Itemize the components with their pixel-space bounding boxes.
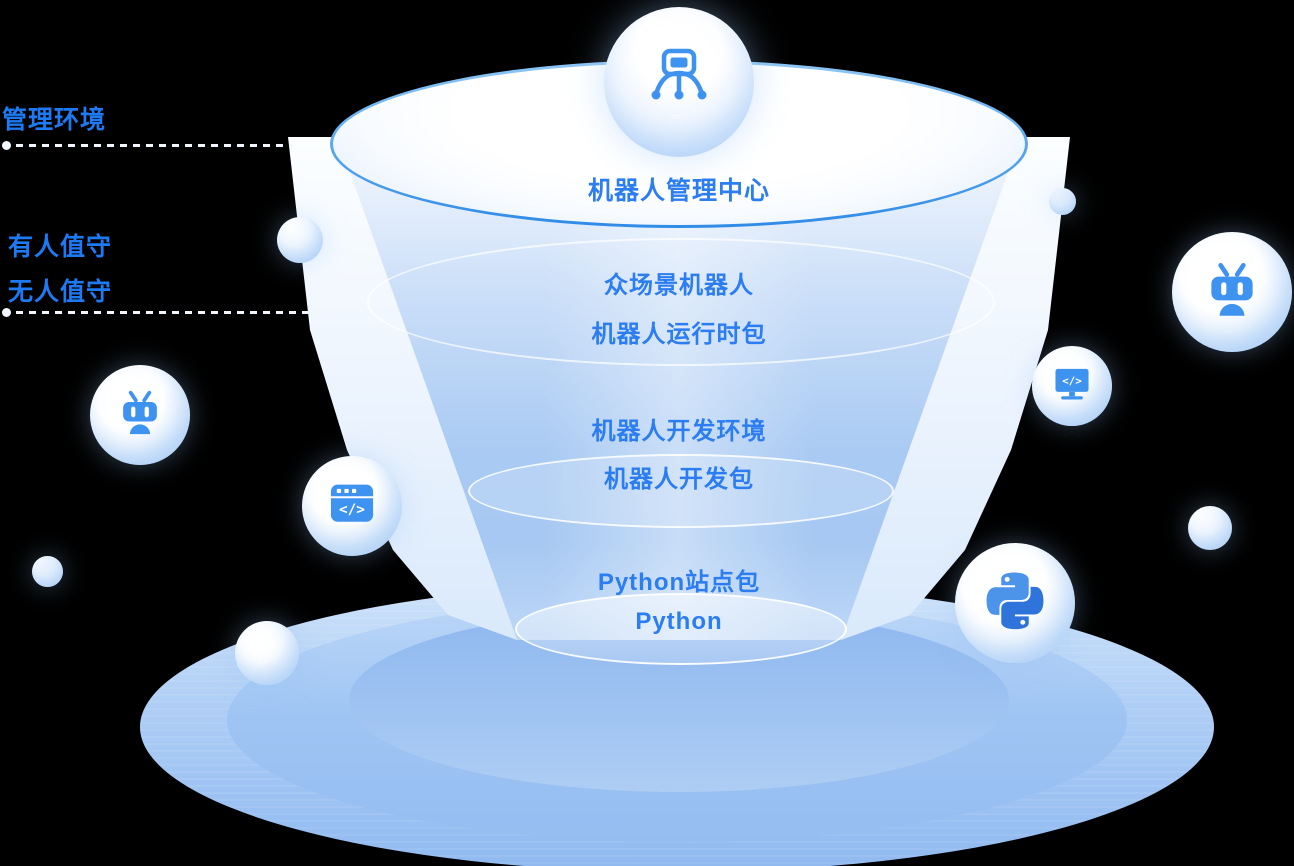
funnel-ring-top: [367, 238, 995, 366]
layer3-line1: Python站点包: [597, 569, 761, 596]
code-monitor-icon: </>: [1049, 361, 1095, 412]
funnel-title: 机器人管理中心: [587, 177, 770, 205]
control-center-icon: [641, 42, 717, 123]
bubble: [1188, 506, 1232, 550]
bubble: [32, 556, 63, 587]
funnel-ring-middle: [468, 454, 894, 528]
code-glyph: </>: [339, 502, 365, 518]
center-sphere: [604, 7, 754, 157]
layer1-line1: 众场景机器人: [604, 272, 754, 299]
robot-icon: [1199, 257, 1265, 328]
dashed-line-bottom: [16, 311, 334, 314]
layer2-line1: 机器人开发环境: [591, 418, 767, 445]
code-glyph: </>: [1062, 374, 1082, 387]
code-monitor-bubble: </>: [1032, 346, 1112, 426]
robot-bubble-right: [1172, 232, 1292, 352]
python-icon: [983, 569, 1047, 638]
code-window-icon: </>: [325, 477, 379, 536]
python-bubble: [955, 543, 1075, 663]
funnel-ring-bottom: [515, 593, 847, 665]
label-management-env: 管理环境: [2, 106, 107, 134]
dashed-line-top: [16, 144, 292, 147]
bubble: [235, 621, 299, 685]
layer2-line2: 机器人开发包: [604, 466, 754, 493]
label-attended: 有人值守: [8, 233, 113, 261]
layer1-line2: 机器人运行时包: [591, 321, 767, 348]
bubble: [1049, 188, 1076, 215]
robot-icon: [113, 386, 167, 445]
robot-bubble-left: [90, 365, 190, 465]
dash-dot-bottom: [2, 308, 11, 317]
code-window-bubble: </>: [302, 456, 402, 556]
bubble: [277, 217, 323, 263]
dash-dot-top: [2, 141, 11, 150]
label-unattended: 无人值守: [8, 278, 113, 306]
layer3-line2: Python: [635, 608, 723, 635]
